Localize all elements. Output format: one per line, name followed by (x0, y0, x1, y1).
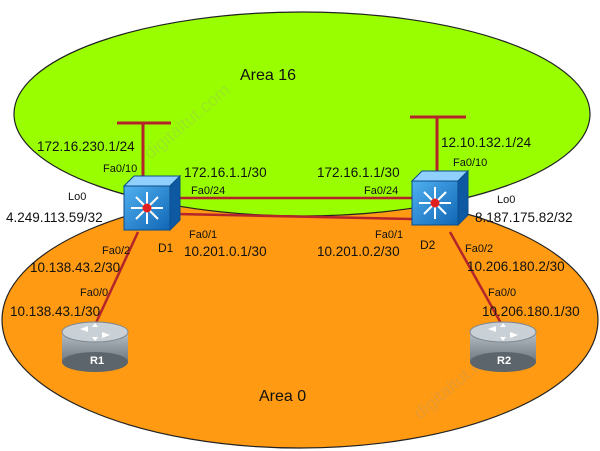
d2-fa010-ip: 12.10.132.1/24 (441, 135, 532, 150)
area-0-ellipse (1, 191, 599, 449)
router-r2[interactable] (469, 321, 537, 372)
link-d1-r1 (93, 231, 140, 326)
d2-fa02-label: Fa0/2 (465, 243, 493, 255)
d2-lo0-ip: 8.187.175.82/32 (475, 210, 573, 225)
d2-lan-stub (410, 115, 466, 175)
d2-device-label: D2 (420, 238, 436, 252)
switch-center-dot (430, 198, 440, 208)
router-arrows-icon (488, 323, 518, 341)
r1-fa00-ip: 10.138.43.1/30 (10, 304, 100, 319)
r2-fa00-label: Fa0/0 (488, 287, 516, 299)
d1-lo0-label: Lo0 (68, 191, 86, 203)
d1-lan-stub (117, 121, 171, 183)
r2-fa00-ip: 10.206.180.1/30 (482, 304, 580, 319)
d1-fa024-label: Fa0/24 (191, 185, 225, 197)
link-d2-r2 (448, 231, 504, 326)
d1-fa010-label: Fa0/10 (103, 163, 137, 175)
d1-fa02-ip: 10.138.43.2/30 (30, 260, 120, 275)
switch-center-dot (142, 203, 152, 213)
r1-fa00-label: Fa0/0 (80, 287, 108, 299)
d1-fa02-label: Fa0/2 (102, 245, 130, 257)
router-r1[interactable] (61, 321, 129, 372)
d1-device-label: D1 (158, 241, 174, 255)
switch-d2[interactable] (410, 169, 470, 227)
d2-fa024-ip: 172.16.1.1/30 (317, 165, 400, 180)
d1-fa024-ip: 172.16.1.1/30 (184, 165, 267, 180)
d2-fa02-ip: 10.206.180.2/30 (467, 259, 565, 274)
area-16-label: Area 16 (240, 67, 296, 84)
switch-d1[interactable] (122, 174, 182, 232)
d2-fa024-label: Fa0/24 (364, 185, 398, 197)
area-0-label: Area 0 (259, 388, 306, 405)
r1-device-label: R1 (90, 355, 104, 367)
d2-fa01-ip: 10.201.0.2/30 (317, 244, 400, 259)
router-arrows-icon (80, 323, 110, 341)
link-d1-d2-fa01 (175, 212, 413, 221)
d1-fa01-ip: 10.201.0.1/30 (184, 244, 267, 259)
area-16-ellipse (13, 11, 591, 217)
d2-fa01-label: Fa0/1 (375, 229, 403, 241)
d1-lo0-ip: 4.249.113.59/32 (6, 210, 103, 225)
d1-fa01-label: Fa0/1 (189, 229, 217, 241)
d2-fa010-label: Fa0/10 (453, 157, 487, 169)
d2-lo0-label: Lo0 (497, 194, 515, 206)
d1-fa010-ip: 172.16.230.1/24 (37, 139, 135, 154)
r2-device-label: R2 (497, 355, 511, 367)
